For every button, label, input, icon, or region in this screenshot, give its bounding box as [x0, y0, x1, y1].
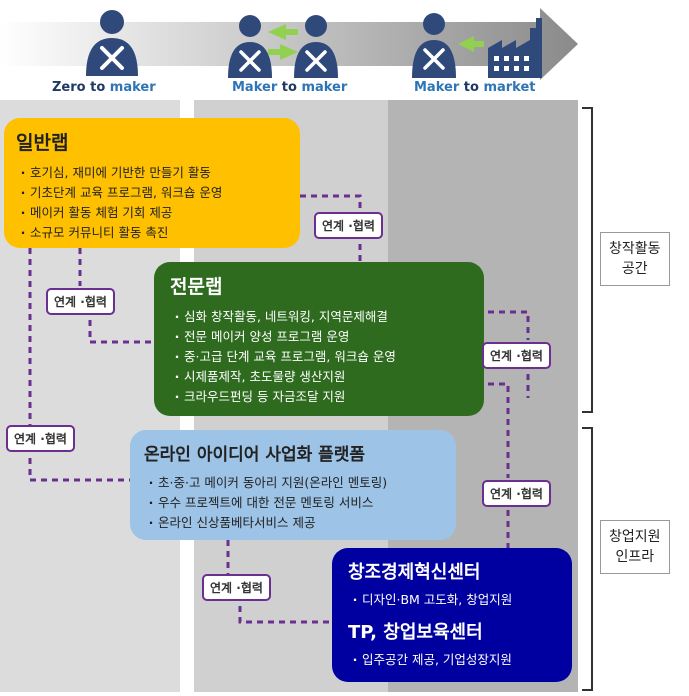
- stage-label-maker-to-market: Maker to market: [414, 80, 536, 95]
- list-item: 전문 메이커 양성 프로그램 운영: [170, 327, 468, 347]
- two-makers-exchange-icon: [228, 15, 338, 78]
- maker-factory-icon: [412, 13, 542, 78]
- expert-lab-title: 전문랩: [170, 276, 223, 298]
- ccei-list: 디자인·BM 고도화, 창업지원: [348, 590, 556, 610]
- stage-prefix: Maker: [232, 80, 278, 95]
- side-label-line: 인프라: [615, 549, 655, 565]
- list-item: 메이커 활동 체험 기회 제공: [16, 203, 288, 223]
- online-platform-box: 온라인 아이디어 사업화 플랫폼 초·중·고 메이커 동아리 지원(온라인 멘토…: [130, 430, 456, 540]
- link-label: 연계 ·협력: [314, 212, 383, 239]
- ccei-box: 창조경제혁신센터 디자인·BM 고도화, 창업지원 TP, 창업보육센터 입주공…: [332, 548, 572, 682]
- list-item: 입주공간 제공, 기업성장지원: [348, 650, 556, 670]
- side-label-line: 공간: [621, 261, 648, 277]
- general-lab-list: 호기심, 재미에 기반한 만들기 활동 기초단계 교육 프로그램, 워크숍 운영…: [16, 163, 288, 243]
- list-item: 온라인 신상품베타서비스 제공: [144, 513, 442, 533]
- stage-to: to: [277, 80, 302, 95]
- side-label-creative-space: 창작활동 공간: [600, 232, 670, 286]
- list-item: 디자인·BM 고도화, 창업지원: [348, 590, 556, 610]
- list-item: 심화 창작활동, 네트워킹, 지역문제해결: [170, 307, 468, 327]
- stage-suffix: maker: [301, 80, 348, 95]
- stage-to: to: [85, 80, 110, 95]
- general-lab-box: 일반랩 호기심, 재미에 기반한 만들기 활동 기초단계 교육 프로그램, 워크…: [4, 118, 300, 248]
- link-label: 연계 ·협력: [482, 342, 551, 369]
- list-item: 우수 프로젝트에 대한 전문 멘토링 서비스: [144, 493, 442, 513]
- side-label-line: 창업지원: [609, 529, 661, 545]
- list-item: 소규모 커뮤니티 활동 촉진: [16, 223, 288, 243]
- list-item: 기초단계 교육 프로그램, 워크숍 운영: [16, 183, 288, 203]
- link-label: 연계 ·협력: [46, 288, 115, 315]
- ccei-title: 창조경제혁신센터: [348, 562, 481, 583]
- expert-lab-box: 전문랩 심화 창작활동, 네트워킹, 지역문제해결 전문 메이커 양성 프로그램…: [154, 262, 484, 416]
- maker-person-icon: [86, 10, 138, 76]
- side-label-startup-infra: 창업지원 인프라: [600, 520, 670, 574]
- stage-label-zero-to-maker: Zero to maker: [52, 80, 156, 95]
- online-platform-list: 초·중·고 메이커 동아리 지원(온라인 멘토링) 우수 프로젝트에 대한 전문…: [144, 473, 442, 533]
- list-item: 시제품제작, 초도물량 생산지원: [170, 367, 468, 387]
- link-label: 연계 ·협력: [6, 425, 75, 452]
- stage-suffix: maker: [109, 80, 156, 95]
- list-item: 호기심, 재미에 기반한 만들기 활동: [16, 163, 288, 183]
- stage-to: to: [459, 80, 484, 95]
- stage-label-maker-to-maker: Maker to maker: [232, 80, 347, 95]
- link-label: 연계 ·협력: [482, 480, 551, 507]
- expert-lab-list: 심화 창작활동, 네트워킹, 지역문제해결 전문 메이커 양성 프로그램 운영 …: [170, 307, 468, 407]
- stage-prefix: Maker: [414, 80, 460, 95]
- list-item: 크라우드펀딩 등 자금조달 지원: [170, 387, 468, 407]
- list-item: 중·고급 단계 교육 프로그램, 워크숍 운영: [170, 347, 468, 367]
- list-item: 초·중·고 메이커 동아리 지원(온라인 멘토링): [144, 473, 442, 493]
- online-platform-title: 온라인 아이디어 사업화 플랫폼: [144, 445, 366, 465]
- tp-center-title: TP, 창업보육센터: [348, 622, 483, 643]
- stage-suffix: market: [483, 80, 536, 95]
- side-label-line: 창작활동: [609, 241, 661, 257]
- link-label: 연계 ·협력: [202, 574, 271, 601]
- general-lab-title: 일반랩: [16, 132, 69, 154]
- tp-center-list: 입주공간 제공, 기업성장지원: [348, 650, 556, 670]
- stage-prefix: Zero: [52, 80, 86, 95]
- side-brackets: [582, 107, 593, 691]
